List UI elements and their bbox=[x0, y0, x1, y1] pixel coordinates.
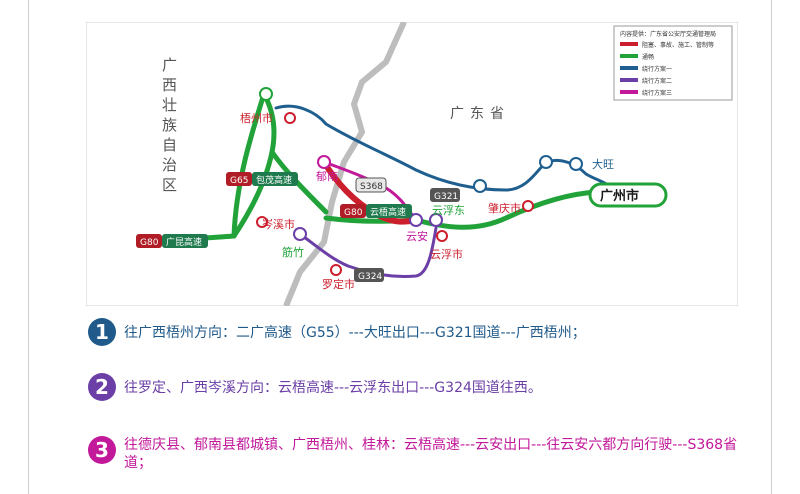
g65-shield: G65 包茂高速 bbox=[226, 172, 298, 186]
g80-yunwu-shield: G80 云梧高速 bbox=[340, 204, 412, 218]
svg-text:治: 治 bbox=[162, 156, 177, 174]
luoding-label: 罗定市 bbox=[322, 277, 355, 291]
svg-text:自: 自 bbox=[162, 136, 177, 154]
jinzhu-label: 筋竹 bbox=[282, 245, 304, 259]
legend: 内容提供：广东省公安厅交通管理局 阻塞、事故、施工、管制等 通畅 绕行方案一 绕… bbox=[613, 25, 733, 101]
guangzhou-label: 广州市 bbox=[600, 188, 639, 204]
route-one-badge: 1 bbox=[88, 318, 116, 346]
legend-item-route-two: 绕行方案二 bbox=[642, 77, 672, 85]
g80-guangkun-shield: G80 广昆高速 bbox=[136, 234, 208, 248]
page-frame bbox=[28, 0, 772, 494]
svg-text:壮: 壮 bbox=[162, 96, 177, 114]
svg-text:区: 区 bbox=[162, 176, 177, 194]
guangzhou-marker: 广州市 bbox=[588, 182, 668, 208]
legend-title: 内容提供：广东省公安厅交通管理局 bbox=[620, 30, 716, 38]
yunan2-label: 云安 bbox=[406, 229, 428, 243]
yunfudong-label: 云浮东 bbox=[432, 204, 465, 217]
svg-text:族: 族 bbox=[162, 116, 177, 134]
legend-item-route-three: 绕行方案三 bbox=[642, 89, 672, 97]
route-two-text: 往罗定、广西岑溪方向：云梧高速---云浮东出口---G324国道往西。 bbox=[124, 380, 542, 396]
dawang-label: 大旺 bbox=[592, 157, 614, 171]
route-three-text: 往德庆县、郁南县都城镇、广西梧州、桂林：云梧高速---云安出口---往云安六都方… bbox=[124, 437, 738, 471]
route-one-line bbox=[274, 104, 618, 192]
route-one-text: 往广西梧州方向：二广高速（G55）---大旺出口---G321国道---广西梧州… bbox=[124, 325, 586, 341]
legend-item-congested: 阻塞、事故、施工、管制等 bbox=[642, 41, 714, 49]
route-map: 内容提供：广东省公安厅交通管理局 阻塞、事故、施工、管制等 通畅 绕行方案一 绕… bbox=[86, 22, 738, 306]
wuzhou-label: 梧州市 bbox=[240, 111, 273, 125]
route-two-badge: 2 bbox=[88, 373, 116, 401]
svg-text:包茂高速: 包茂高速 bbox=[256, 174, 292, 186]
svg-text:G80: G80 bbox=[140, 238, 159, 248]
guangxi-label: 广西壮 族自治 区 bbox=[162, 56, 177, 194]
junction-nodes bbox=[259, 87, 583, 241]
yunan-label: 郁南 bbox=[316, 169, 338, 183]
route-three-badge: 3 bbox=[88, 436, 116, 464]
yunfu-label: 云浮市 bbox=[430, 247, 463, 261]
svg-text:G80: G80 bbox=[344, 208, 363, 218]
svg-text:S368: S368 bbox=[360, 182, 383, 192]
svg-text:G321: G321 bbox=[434, 192, 458, 202]
g324-shield: G324 bbox=[354, 268, 384, 282]
svg-text:西: 西 bbox=[162, 76, 177, 94]
svg-text:广昆高速: 广昆高速 bbox=[166, 236, 202, 248]
province-border bbox=[283, 22, 407, 306]
zhaoqing-label: 肇庆市 bbox=[488, 201, 521, 215]
g321-shield: G321 bbox=[430, 188, 460, 202]
city-markers bbox=[256, 112, 534, 276]
cenxi-label: 岑溪市 bbox=[262, 217, 295, 231]
s368-shield: S368 bbox=[355, 177, 387, 193]
svg-text:云梧高速: 云梧高速 bbox=[370, 206, 406, 218]
guangdong-label: 广东省 bbox=[450, 106, 510, 122]
svg-text:广: 广 bbox=[162, 56, 177, 74]
legend-item-smooth: 通畅 bbox=[642, 53, 654, 61]
svg-text:G65: G65 bbox=[230, 176, 248, 186]
svg-text:G324: G324 bbox=[358, 272, 382, 282]
legend-item-route-one: 绕行方案一 bbox=[642, 65, 672, 73]
